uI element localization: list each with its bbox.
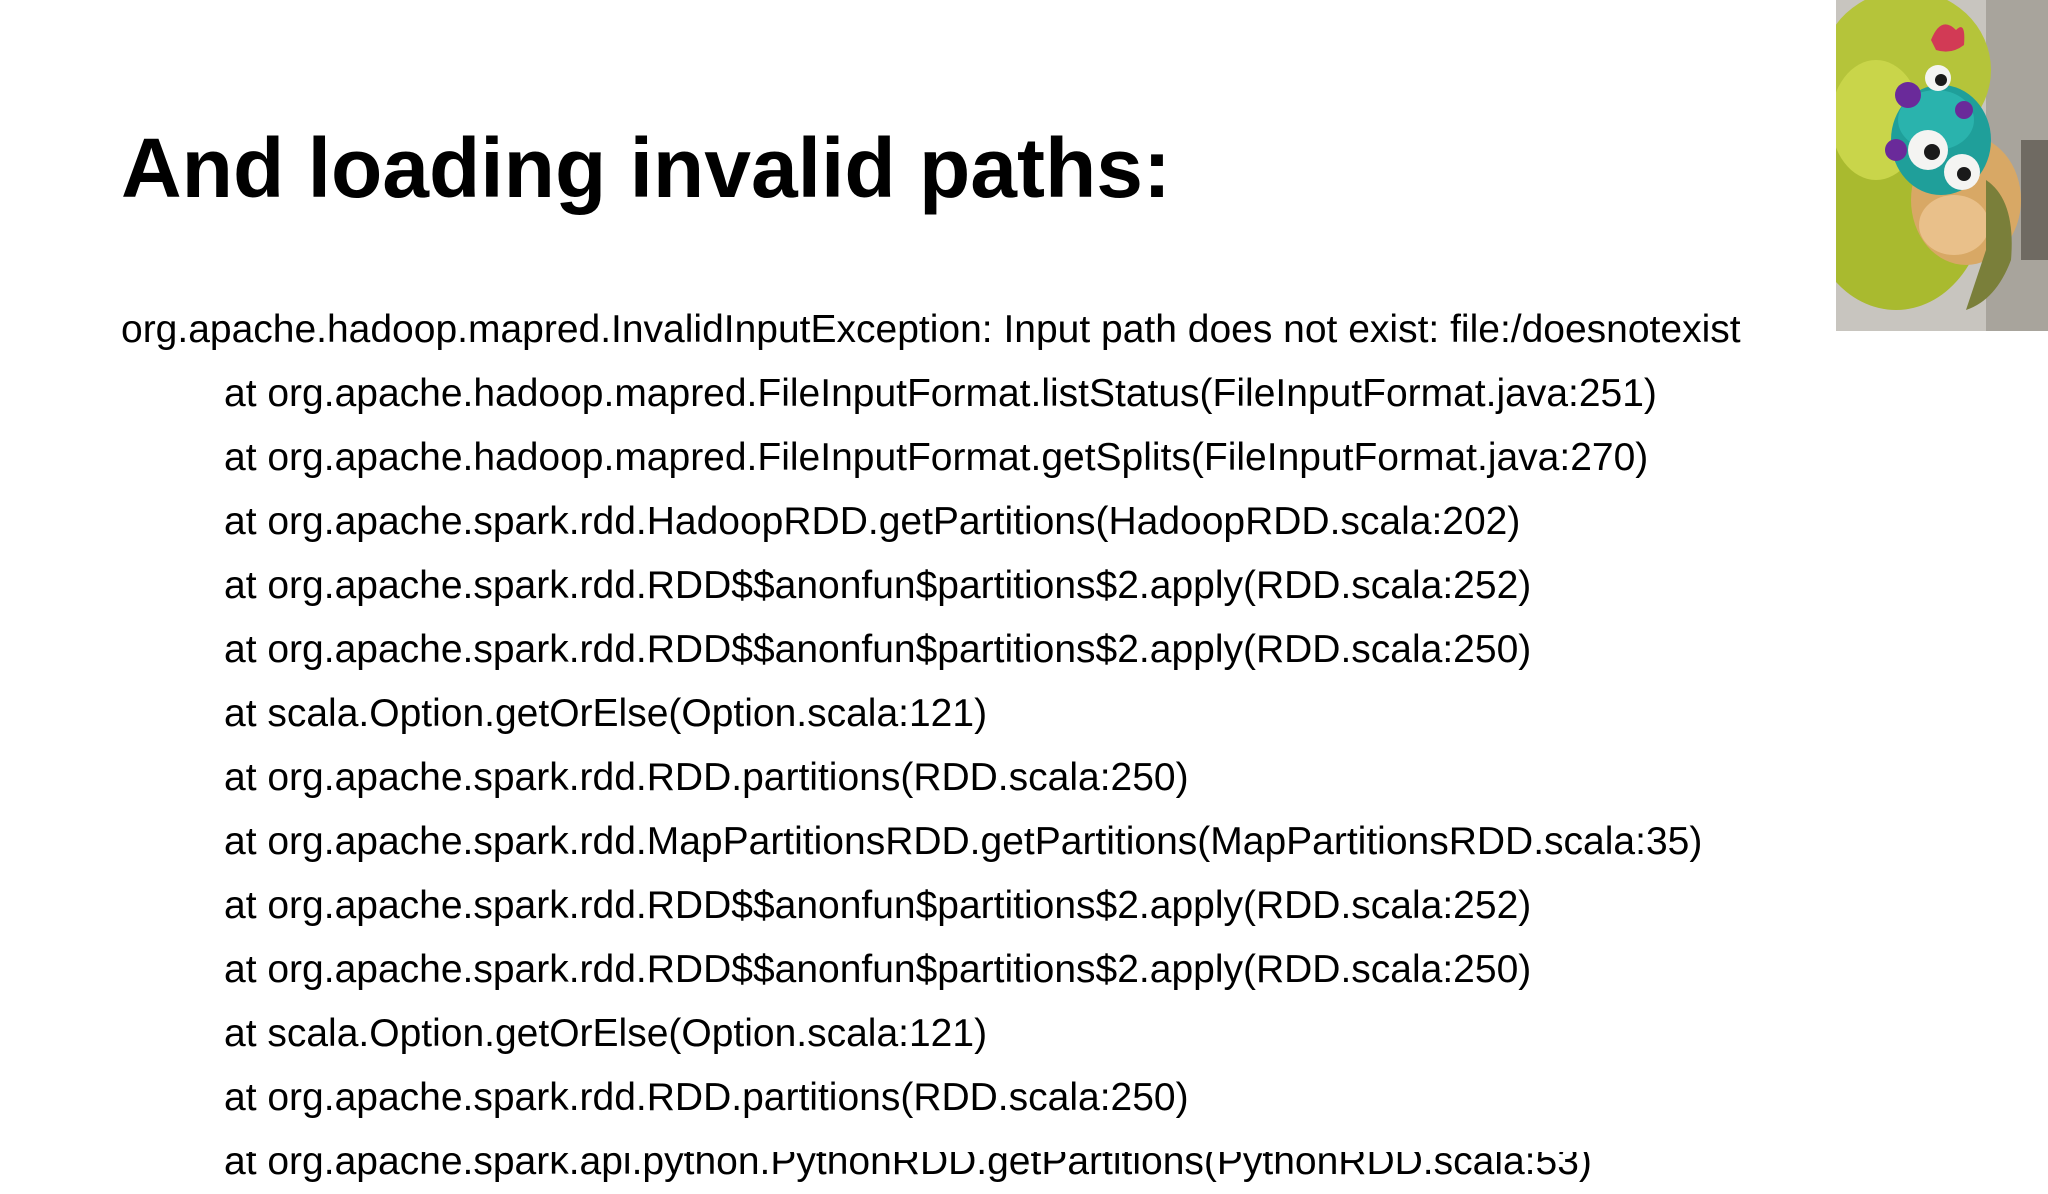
stack-frame: at org.apache.hadoop.mapred.FileInputFor… — [224, 372, 1657, 415]
stack-frame: at org.apache.spark.rdd.RDD$$anonfun$par… — [224, 884, 1532, 927]
stack-frame: at org.apache.spark.rdd.HadoopRDD.getPar… — [224, 500, 1521, 543]
stack-frame: at scala.Option.getOrElse(Option.scala:1… — [224, 692, 988, 735]
stack-frame: at org.apache.spark.rdd.RDD$$anonfun$par… — [224, 948, 1532, 991]
plush-toy-webcam-photo — [1836, 0, 2048, 331]
stack-frame: at org.apache.spark.rdd.RDD.partitions(R… — [224, 1076, 1189, 1119]
slide-bottom-edge — [0, 1144, 2048, 1152]
stack-frame: at org.apache.hadoop.mapred.FileInputFor… — [224, 436, 1649, 479]
stack-frame-cut-off: at org.apache.spark.api.python.PythonRDD… — [224, 1140, 1592, 1183]
stack-frame: at org.apache.spark.rdd.MapPartitionsRDD… — [224, 820, 1703, 863]
stack-trace: org.apache.hadoop.mapred.InvalidInputExc… — [121, 298, 1821, 1194]
stack-frame: at org.apache.spark.rdd.RDD.partitions(R… — [224, 756, 1189, 799]
exception-line: org.apache.hadoop.mapred.InvalidInputExc… — [121, 308, 1741, 351]
stack-frame: at scala.Option.getOrElse(Option.scala:1… — [224, 1012, 988, 1055]
stack-frame: at org.apache.spark.rdd.RDD$$anonfun$par… — [224, 564, 1532, 607]
stack-frame: at org.apache.spark.rdd.RDD$$anonfun$par… — [224, 628, 1532, 671]
slide-title: And loading invalid paths: — [121, 121, 1171, 215]
webcam-overlay — [1836, 0, 2048, 331]
